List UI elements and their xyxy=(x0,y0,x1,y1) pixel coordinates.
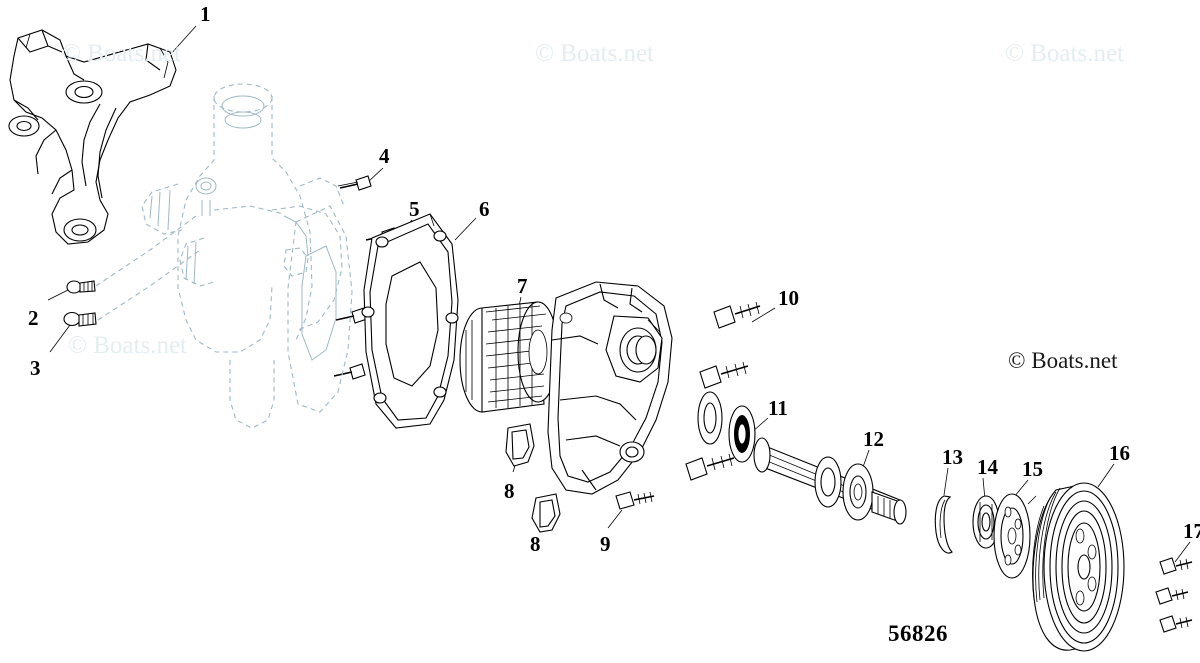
callout-8-lower: 8 xyxy=(530,532,541,556)
watermark-top-right: © Boats.net xyxy=(1005,40,1124,67)
watermark-top-center: © Boats.net xyxy=(535,40,654,67)
watermark-mid-right: © Boats.net xyxy=(1008,348,1118,373)
callout-17: 17 xyxy=(1183,519,1200,543)
callout-15: 15 xyxy=(1022,457,1043,481)
callout-16: 16 xyxy=(1109,441,1130,465)
callout-10: 10 xyxy=(778,286,799,310)
callout-1: 1 xyxy=(200,2,211,26)
callout-12: 12 xyxy=(863,427,884,451)
diagram-part-number: 56826 xyxy=(888,621,948,646)
callout-6: 6 xyxy=(479,197,490,221)
callout-4: 4 xyxy=(379,144,390,168)
callout-3: 3 xyxy=(30,356,41,380)
watermark-top-left: © Boats.net xyxy=(62,40,181,67)
callout-7: 7 xyxy=(517,274,528,298)
callout-8-upper: 8 xyxy=(504,479,515,503)
watermark-mid-left: © Boats.net xyxy=(68,332,187,359)
callout-9: 9 xyxy=(600,532,611,556)
callout-13: 13 xyxy=(942,445,963,469)
callout-2: 2 xyxy=(28,306,39,330)
callout-11: 11 xyxy=(768,396,788,420)
callout-5: 5 xyxy=(409,197,420,221)
callout-14: 14 xyxy=(977,455,998,479)
